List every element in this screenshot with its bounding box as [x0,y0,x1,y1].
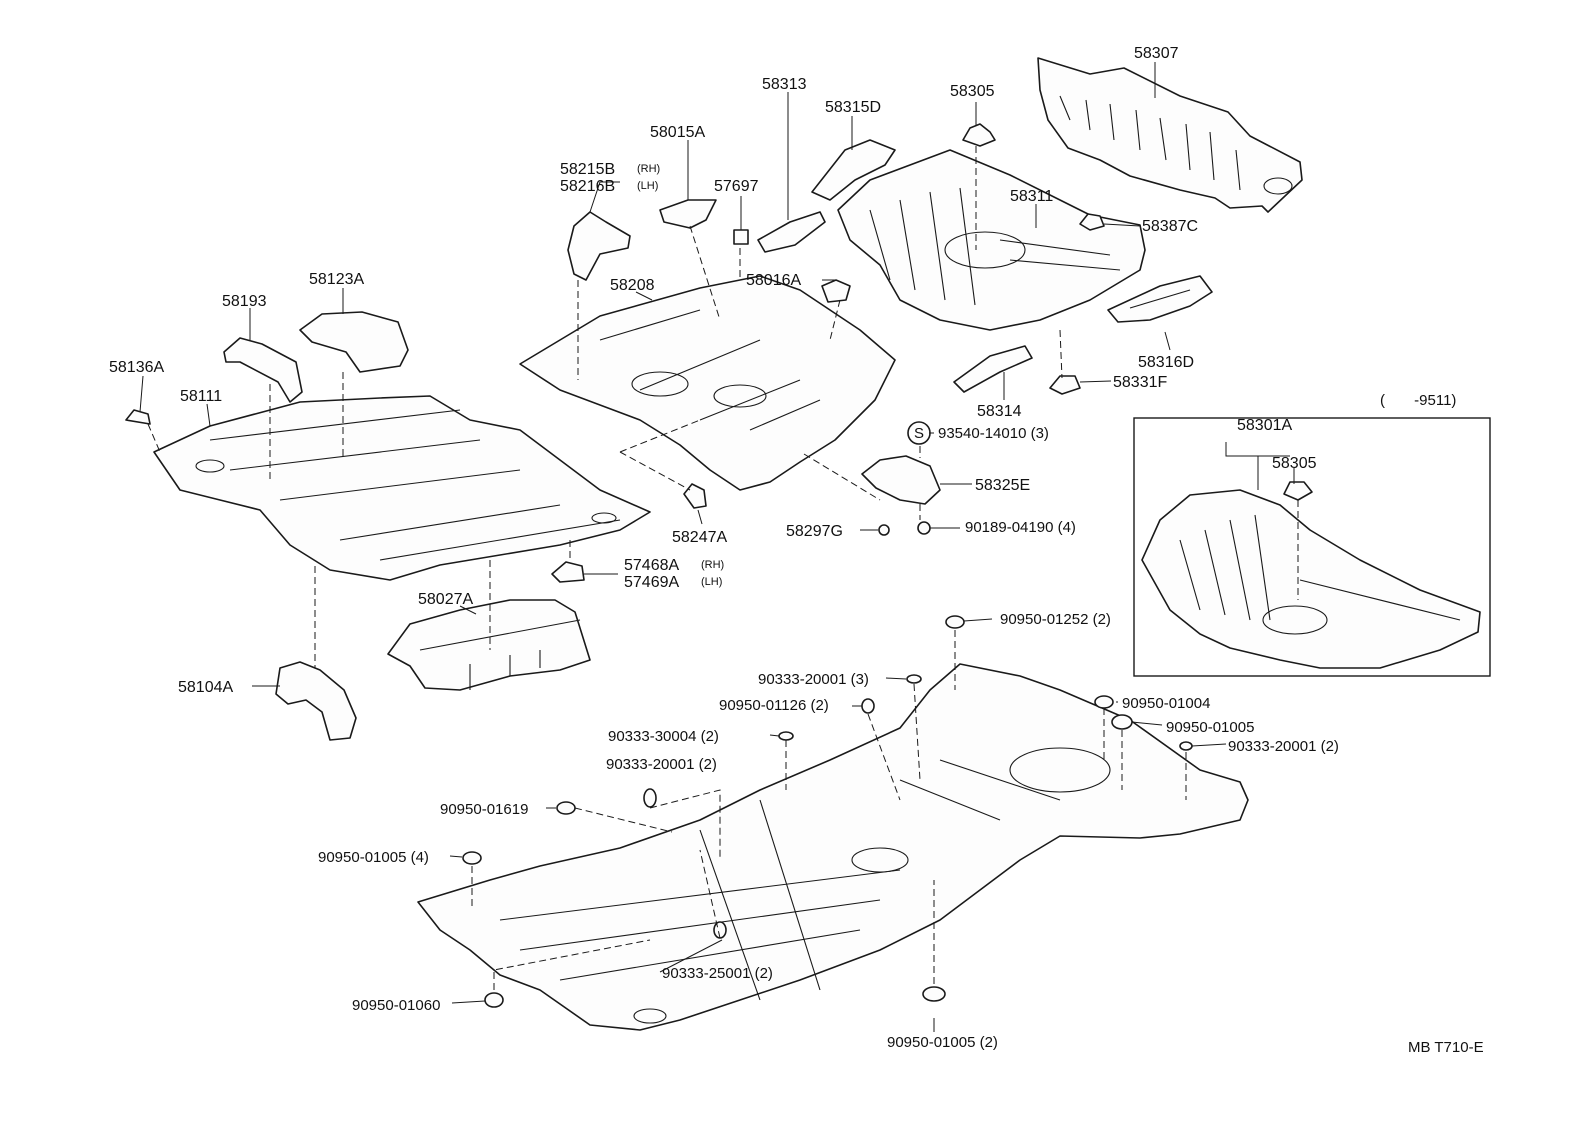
label-58123A: 58123A [309,271,364,288]
part-58215B-bracket [567,211,631,281]
label-58325E: 58325E [975,477,1030,494]
label-58015A: 58015A [650,124,705,141]
part-58027A-crossmember [387,599,591,691]
label-90333-20001-2-right: 90333-20001 (2) [1228,738,1339,755]
part-floor-silencer-assembly [417,663,1249,1031]
label-58311: 58311 [1010,188,1053,205]
label-58215B: 58215B [560,161,615,178]
part-58387C-clip [1079,213,1105,231]
label-58305-inset: 58305 [1272,455,1317,472]
part-57697-plug [733,229,749,245]
label-90950-01619: 90950-01619 [440,801,528,818]
part-58315D-bracket [811,139,896,201]
label-90333-30004: 90333-30004 (2) [608,728,719,745]
part-58305-clip [962,123,996,147]
part-58331F-clip [1049,375,1081,395]
part-58193-bracket [223,337,303,403]
label-58208: 58208 [610,277,655,294]
footer-code: MB T710-E [1408,1039,1484,1056]
label-58216B: 58216B [560,178,615,195]
label-58315D: 58315D [825,99,881,116]
label-90950-01004: 90950-01004 [1122,695,1210,712]
part-58015A-bracket [659,199,717,229]
label-58387C: 58387C [1142,218,1198,235]
label-58193: 58193 [222,293,267,310]
part-58311-rear-floor-pan [837,149,1146,331]
label-58027A: 58027A [418,591,473,608]
label-58301A: 58301A [1237,417,1292,434]
part-58314-brace [953,345,1033,393]
label-58305-top: 58305 [950,83,995,100]
label-rh-58215B: (RH) [637,163,660,175]
label-93540-14010: 93540-14010 (3) [938,425,1049,442]
label-90333-25001: 90333-25001 (2) [662,965,773,982]
label-90950-01126: 90950-01126 (2) [719,697,829,714]
variant-inset-box [1133,417,1491,677]
part-58123A-bracket [299,311,409,373]
part-58016A-bracket [821,279,851,303]
label-58316D: 58316D [1138,354,1194,371]
label-57469A: 57469A [624,574,679,591]
label-s-symbol: S [914,425,924,442]
label-90950-01060: 90950-01060 [352,997,440,1014]
part-58136A-clip [125,409,151,425]
label-58136A: 58136A [109,359,164,376]
label-58104A: 58104A [178,679,233,696]
part-58111-front-floor [153,395,651,581]
label-58297G: 58297G [786,523,843,540]
part-58104A-bracket [275,661,357,741]
part-90189-04190-nut [917,521,931,535]
part-labels: 58307 58313 58315D 58305 58015A 58215B (… [109,45,1484,1056]
part-58313-strip [757,211,826,253]
part-58301A-rear-floor-inset [1141,489,1481,669]
label-57468A: 57468A [624,557,679,574]
label-58016A: 58016A [746,272,801,289]
label-year-range: ( -9511) [1380,392,1456,409]
dashed-guide-lines [147,146,1299,990]
label-90333-20001-2-left: 90333-20001 (2) [606,756,717,773]
label-90333-20001-3: 90333-20001 (3) [758,671,869,688]
label-57697: 57697 [714,178,759,195]
part-58247A-clip [683,483,707,509]
part-58297G-bolt [878,524,890,536]
label-90950-01005: 90950-01005 [1166,719,1254,736]
label-58247A: 58247A [672,529,727,546]
label-90950-01252: 90950-01252 (2) [1000,611,1111,628]
label-90189-04190: 90189-04190 (4) [965,519,1076,536]
label-58307: 58307 [1134,45,1179,62]
part-57468A-clip [551,561,585,583]
part-58305-clip-inset [1283,481,1313,501]
label-90950-01005-4: 90950-01005 (4) [318,849,429,866]
part-58316D-brace [1107,275,1213,323]
label-lh-58216B: (LH) [637,180,658,192]
leader-lines [139,62,1295,1032]
label-58331F: 58331F [1113,374,1167,391]
label-58111: 58111 [180,388,222,405]
label-rh-57468A: (RH) [701,559,724,571]
label-58314: 58314 [977,403,1022,420]
part-58307-rear-panel [1037,57,1303,213]
label-58313: 58313 [762,76,807,93]
part-58208-center-floor [519,275,896,491]
label-90950-01005-2: 90950-01005 (2) [887,1034,998,1051]
part-58325E-cover [861,455,941,505]
label-lh-57469A: (LH) [701,576,722,588]
